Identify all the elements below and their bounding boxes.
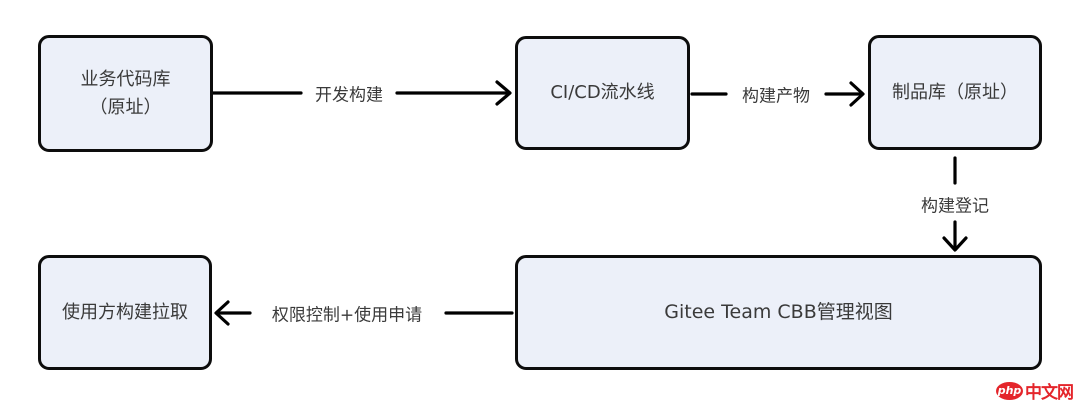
php-logo-badge: php <box>996 381 1023 400</box>
php-cn-site-name: 中文网 <box>1025 383 1074 403</box>
node-cicd-pipeline: CI/CD流水线 <box>515 36 690 150</box>
edge-label-permission-control: 权限控制+使用申请 <box>271 305 423 326</box>
edge-label-build-register: 构建登记 <box>921 196 989 217</box>
node-business-code-repo-label: 业务代码库 （原址） <box>80 68 171 118</box>
node-artifact-repo: 制品库（原址） <box>868 35 1042 150</box>
node-consumer-build-pull: 使用方构建拉取 <box>38 255 212 370</box>
php-cn-watermark: php 中文网 <box>996 378 1074 403</box>
edge-label-dev-build: 开发构建 <box>315 85 383 106</box>
edge-label-build-artifact: 构建产物 <box>742 86 810 107</box>
node-artifact-repo-label: 制品库（原址） <box>892 81 1018 103</box>
edge-build-artifact <box>690 81 865 107</box>
node-business-code-repo: 业务代码库 （原址） <box>38 35 213 152</box>
node-gitee-team-cbb-view-label: Gitee Team CBB管理视图 <box>664 300 893 323</box>
edge-build-register <box>942 156 968 252</box>
node-gitee-team-cbb-view: Gitee Team CBB管理视图 <box>515 255 1042 370</box>
edge-dev-build <box>211 80 512 106</box>
node-cicd-pipeline-label: CI/CD流水线 <box>550 82 655 104</box>
node-consumer-build-pull-label: 使用方构建拉取 <box>62 301 188 323</box>
edge-permission-control <box>214 300 514 326</box>
